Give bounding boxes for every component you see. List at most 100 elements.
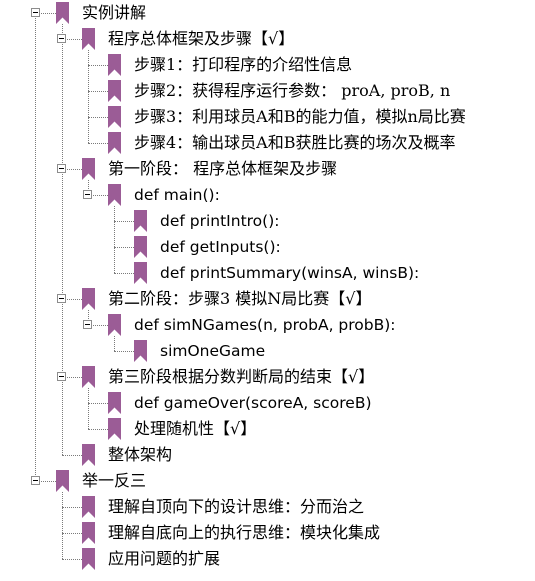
outline-item[interactable]: 步骤4：输出球员A和B获胜比赛的场次及概率: [0, 130, 535, 156]
outline-item-label: 步骤1：打印程序的介绍性信息: [134, 55, 353, 74]
collapse-toggle-icon[interactable]: [31, 476, 40, 485]
bookmark-icon: [56, 470, 69, 492]
bookmark-shape: [82, 496, 95, 518]
tree-connector: [114, 273, 134, 274]
bookmark-icon: [108, 314, 121, 336]
outline-item[interactable]: 第一阶段： 程序总体框架及步骤: [0, 156, 535, 182]
outline-item[interactable]: 第二阶段：步骤3 模拟N局比赛【√】: [0, 286, 535, 312]
collapse-toggle-icon[interactable]: [57, 164, 66, 173]
tree-branch-line: [62, 492, 63, 559]
outline-item[interactable]: def getInputs():: [0, 234, 535, 260]
bookmark-icon: [108, 80, 121, 102]
collapse-toggle-icon[interactable]: [57, 294, 66, 303]
outline-item[interactable]: def gameOver(scoreA, scoreB): [0, 390, 535, 416]
bookmark-shape: [82, 288, 95, 310]
tree-connector: [88, 403, 108, 404]
tree-connector: [88, 325, 108, 326]
outline-item[interactable]: 举一反三: [0, 468, 535, 494]
outline-item-label: 步骤4：输出球员A和B获胜比赛的场次及概率: [134, 133, 456, 152]
outline-item-label: def main():: [134, 186, 220, 204]
bookmark-icon: [134, 210, 147, 232]
tree-connector: [62, 507, 82, 508]
outline-item-label: 程序总体框架及步骤【√】: [108, 29, 295, 48]
outline-item[interactable]: 第三阶段根据分数判断局的结束【√】: [0, 364, 535, 390]
bookmark-icon: [82, 288, 95, 310]
tree-connector: [62, 169, 82, 170]
collapse-toggle-icon[interactable]: [83, 190, 92, 199]
outline-item[interactable]: def simNGames(n, probA, probB):: [0, 312, 535, 338]
bookmark-shape: [134, 210, 147, 232]
tree-branch-line: [62, 24, 63, 455]
tree-connector: [88, 117, 108, 118]
tree-connector: [114, 247, 134, 248]
outline-item[interactable]: def printSummary(winsA, winsB):: [0, 260, 535, 286]
outline-item-label: 第一阶段： 程序总体框架及步骤: [108, 159, 338, 178]
bookmark-icon: [134, 236, 147, 258]
outline-item-label: 第二阶段：步骤3 模拟N局比赛【√】: [108, 289, 372, 308]
collapse-toggle-icon[interactable]: [57, 34, 66, 43]
bookmark-icon: [82, 366, 95, 388]
collapse-toggle-icon[interactable]: [31, 8, 40, 17]
tree-connector: [35, 481, 56, 482]
bookmark-icon: [56, 2, 69, 24]
outline-item[interactable]: 步骤2：获得程序运行参数： proA, proB, n: [0, 78, 535, 104]
outline-item-label: 整体架构: [108, 445, 173, 464]
bookmark-shape: [134, 236, 147, 258]
outline-item[interactable]: 处理随机性【√】: [0, 416, 535, 442]
outline-item-label: def printIntro():: [160, 212, 280, 230]
outline-item-label: 实例讲解: [82, 3, 147, 22]
bookmark-icon: [134, 262, 147, 284]
bookmark-icon: [82, 158, 95, 180]
bookmark-shape: [82, 366, 95, 388]
outline-item[interactable]: 步骤3：利用球员A和B的能力值，模拟n局比赛: [0, 104, 535, 130]
outline-item-label: simOneGame: [160, 342, 266, 360]
bookmark-icon: [134, 340, 147, 362]
outline-item-label: 应用问题的扩展: [108, 549, 221, 568]
outline-item-label: 理解自顶向下的设计思维：分而治之: [108, 497, 365, 516]
outline-item[interactable]: def main():: [0, 182, 535, 208]
tree-branch-line: [114, 206, 115, 273]
bookmark-icon: [108, 54, 121, 76]
outline-item-label: def gameOver(scoreA, scoreB): [134, 394, 372, 412]
tree-connector: [88, 143, 108, 144]
outline-item[interactable]: 应用问题的扩展: [0, 546, 535, 572]
tree-branch-line: [88, 310, 89, 325]
bookmark-shape: [134, 262, 147, 284]
bookmark-shape: [108, 132, 121, 154]
tree-connector: [62, 559, 82, 560]
bookmark-shape: [82, 548, 95, 570]
bookmark-shape: [82, 444, 95, 466]
tree-connector: [62, 533, 82, 534]
bookmark-shape: [82, 158, 95, 180]
tree-branch-line: [88, 50, 89, 143]
tree-branch-line: [88, 388, 89, 429]
tree-connector: [62, 377, 82, 378]
outline-item-label: 处理随机性【√】: [134, 419, 257, 438]
tree-connector: [88, 195, 108, 196]
bookmark-icon: [108, 132, 121, 154]
outline-item[interactable]: 实例讲解: [0, 0, 535, 26]
outline-item[interactable]: 整体架构: [0, 442, 535, 468]
tree-connector: [62, 299, 82, 300]
bookmark-icon: [108, 106, 121, 128]
outline-item[interactable]: 步骤1：打印程序的介绍性信息: [0, 52, 535, 78]
outline-item[interactable]: def printIntro():: [0, 208, 535, 234]
collapse-toggle-icon[interactable]: [57, 372, 66, 381]
tree-branch-line: [88, 180, 89, 195]
tree-connector: [62, 39, 82, 40]
outline-item[interactable]: 理解自底向上的执行思维：模块化集成: [0, 520, 535, 546]
outline-item-label: def printSummary(winsA, winsB):: [160, 264, 420, 282]
collapse-toggle-icon[interactable]: [83, 320, 92, 329]
bookmark-shape: [108, 54, 121, 76]
bookmark-icon: [82, 444, 95, 466]
outline-item[interactable]: 程序总体框架及步骤【√】: [0, 26, 535, 52]
outline-item-label: 步骤3：利用球员A和B的能力值，模拟n局比赛: [134, 107, 466, 126]
outline-item-label: 举一反三: [82, 471, 147, 490]
outline-item-label: def getInputs():: [160, 238, 281, 256]
bookmark-shape: [82, 522, 95, 544]
outline-item[interactable]: 理解自顶向下的设计思维：分而治之: [0, 494, 535, 520]
bookmark-shape: [108, 80, 121, 102]
bookmark-shape: [108, 392, 121, 414]
outline-item[interactable]: simOneGame: [0, 338, 535, 364]
